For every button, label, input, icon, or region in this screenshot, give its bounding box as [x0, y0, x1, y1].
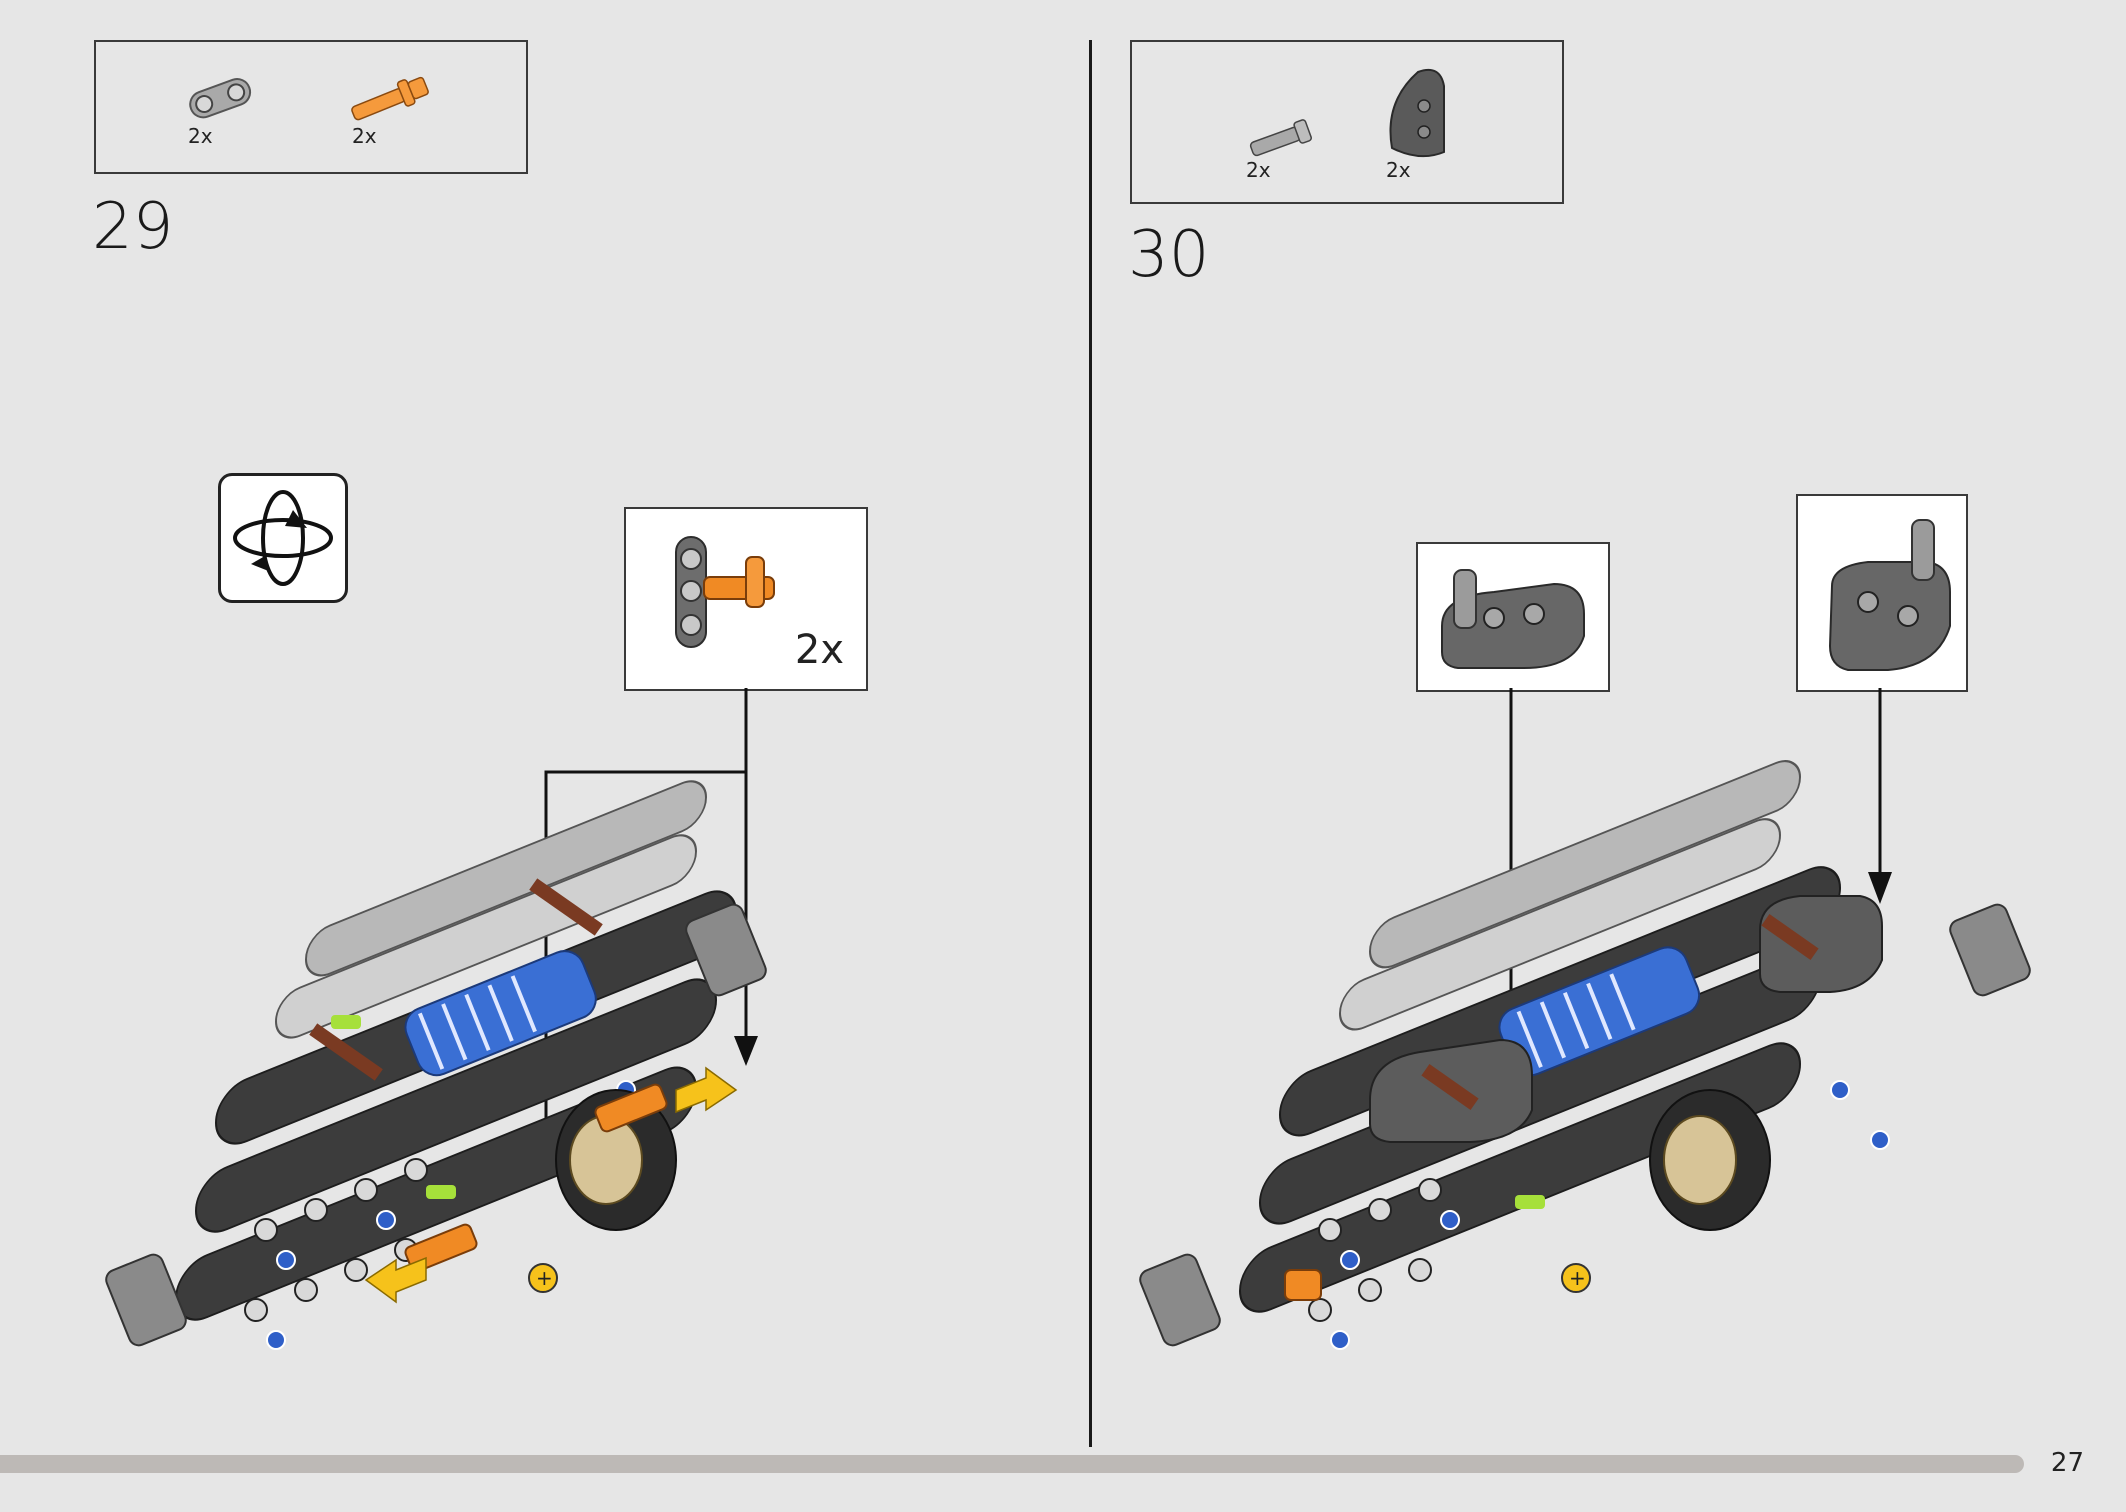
- rotate-model-icon: [233, 490, 333, 586]
- progress-bar: [0, 1455, 2024, 1473]
- dark-gray-curved-panel-icon: [1389, 68, 1445, 158]
- step-29-chassis-model: +: [105, 780, 767, 1350]
- pin-subassembly-callout: 2x: [624, 507, 868, 691]
- page-number: 27: [2050, 1448, 2084, 1478]
- step-30-part-1-qty: 2x: [1246, 158, 1271, 182]
- rotate-model-box: [218, 473, 348, 603]
- left-panel-callout: [1416, 542, 1610, 692]
- gray-connector-icon: [189, 78, 252, 119]
- step-30-number: 30: [1128, 218, 1210, 292]
- step-29-parts-box: 2x 2x: [94, 40, 528, 174]
- gray-axle-pin-icon: [1249, 119, 1312, 157]
- svg-text:+: +: [1569, 1266, 1586, 1290]
- connector-with-pin-icon: [675, 536, 775, 648]
- step-29-part-2-qty: 2x: [352, 124, 377, 148]
- right-panel-piece-icon: [1828, 519, 1951, 671]
- left-panel-piece-icon: [1441, 569, 1585, 669]
- step-30-part-2-qty: 2x: [1386, 158, 1411, 182]
- step-30-chassis-model: +: [1139, 760, 2031, 1350]
- callout-qty: 2x: [794, 627, 844, 673]
- step-30-parts-box: 2x 2x: [1130, 40, 1564, 204]
- svg-text:+: +: [536, 1266, 553, 1290]
- page-divider: [1089, 40, 1092, 1447]
- right-panel-callout: [1796, 494, 1968, 692]
- step-29-number: 29: [92, 190, 174, 264]
- step-29-part-1-qty: 2x: [188, 124, 213, 148]
- orange-pin-icon: [351, 76, 429, 121]
